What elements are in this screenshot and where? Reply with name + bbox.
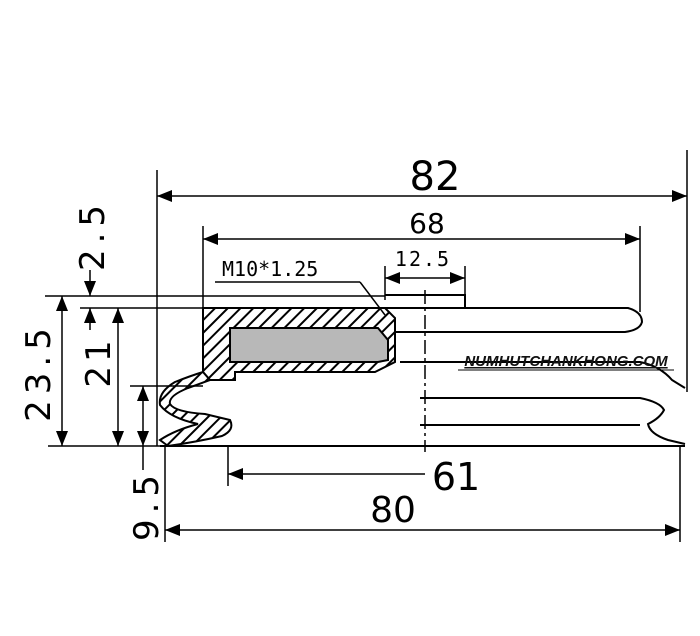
dim-68: 68 — [409, 207, 445, 240]
horizontal-dimensions — [156, 150, 688, 542]
hatched-section — [158, 307, 396, 448]
dim-12-5: 12.5 — [395, 247, 451, 271]
thread-label: M10*1.25 — [222, 257, 318, 281]
watermark: NUMHUTCHANKHONG.COM — [464, 353, 668, 370]
dim-23-5: 23.5 — [19, 322, 59, 422]
dim-9-5: 9.5 — [127, 469, 167, 541]
dim-82: 82 — [410, 154, 461, 200]
vertical-dimensions — [45, 270, 385, 470]
part-outline — [160, 294, 686, 447]
dim-61: 61 — [432, 455, 480, 499]
dim-2-5: 2.5 — [73, 199, 113, 271]
dim-21: 21 — [79, 336, 119, 387]
dim-80: 80 — [370, 490, 416, 531]
